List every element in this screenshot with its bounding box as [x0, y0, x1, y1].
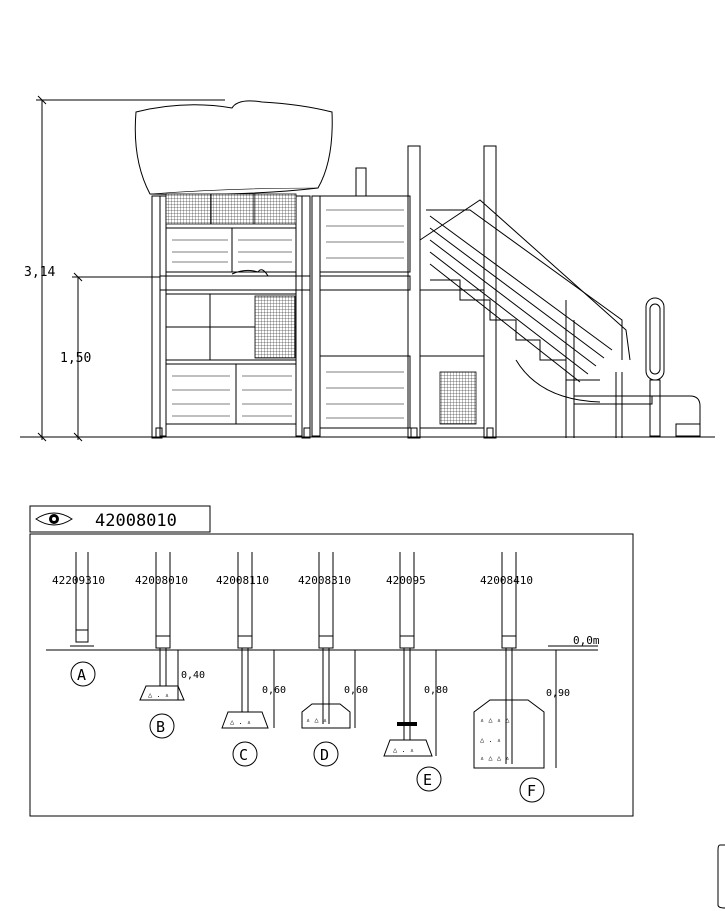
anchor-code-a: 42209310	[52, 574, 105, 587]
anchor-d: ▵ △ ▵ 42008310 0,60 D	[298, 552, 368, 767]
side-handle	[645, 297, 665, 437]
anchor-depth-e: 0,80	[424, 685, 448, 696]
upper-slat-panel	[165, 227, 297, 277]
svg-text:△ . ▵: △ . ▵	[480, 736, 501, 744]
dimension-total-height: 3,14	[24, 95, 225, 442]
anchor-depth-f: 0,90	[546, 688, 570, 699]
anchor-depth-b: 0,40	[181, 670, 205, 681]
anchoring-section: 42008010 0,0m 42209310 A △ . ▵ 420	[29, 505, 634, 817]
detail-frame	[29, 533, 634, 817]
svg-text:▵ △ △ ▵: ▵ △ △ ▵	[480, 754, 510, 762]
mesh-panel-top	[165, 193, 297, 225]
anchor-depth-d: 0,60	[344, 685, 368, 696]
product-code: 42008010	[95, 511, 177, 531]
right-frame	[311, 145, 497, 439]
anchor-letter-c: C	[239, 746, 248, 764]
anchor-code-b: 42008010	[135, 574, 188, 587]
anchor-b: △ . ▵ 42008010 0,40 B	[135, 552, 205, 739]
anchor-code-c: 42008110	[216, 574, 269, 587]
anchor-letter-d: D	[320, 746, 329, 764]
anchor-code-e: 420095	[386, 574, 426, 587]
deck-beam	[159, 275, 311, 291]
anchor-a: 42209310 A	[52, 552, 105, 687]
anchor-e: △ . ▵ 420095 0,80 E	[383, 552, 448, 792]
middle-panels	[165, 293, 297, 361]
anchor-letter-a: A	[77, 666, 86, 684]
svg-text:△ . ▵: △ . ▵	[230, 718, 251, 726]
header-box	[29, 505, 211, 533]
svg-text:△ . ▵: △ . ▵	[393, 746, 414, 754]
ground-level-label: 0,0m	[573, 634, 600, 647]
anchor-letter-e: E	[423, 771, 432, 789]
feet	[155, 427, 494, 439]
lower-slat-panel	[165, 363, 297, 425]
svg-text:▵ △ ▵ △: ▵ △ ▵ △	[480, 716, 510, 724]
eye-icon	[35, 512, 73, 526]
deck-height-label: 1,50	[60, 351, 91, 366]
svg-text:▵ △ ▵: ▵ △ ▵	[306, 716, 327, 724]
dimension-deck-height: 1,50	[60, 272, 160, 442]
staircase	[419, 199, 701, 438]
total-height-label: 3,14	[24, 265, 55, 280]
roof	[134, 100, 333, 195]
anchor-code-d: 42008310	[298, 574, 351, 587]
anchor-depth-c: 0,60	[262, 685, 286, 696]
elevation-view: 3,14 1,50	[20, 95, 715, 442]
anchor-code-f: 42008410	[480, 574, 533, 587]
anchor-letter-f: F	[527, 782, 536, 800]
svg-text:△ . ▵: △ . ▵	[148, 691, 169, 699]
anchor-f: ▵ △ ▵ △ △ . ▵ ▵ △ △ ▵ 42008410 0,90 F	[473, 552, 570, 803]
page-edge-fragment	[717, 844, 725, 909]
anchor-c: △ . ▵ 42008110 0,60 C	[216, 552, 286, 767]
anchor-letter-b: B	[156, 718, 165, 736]
